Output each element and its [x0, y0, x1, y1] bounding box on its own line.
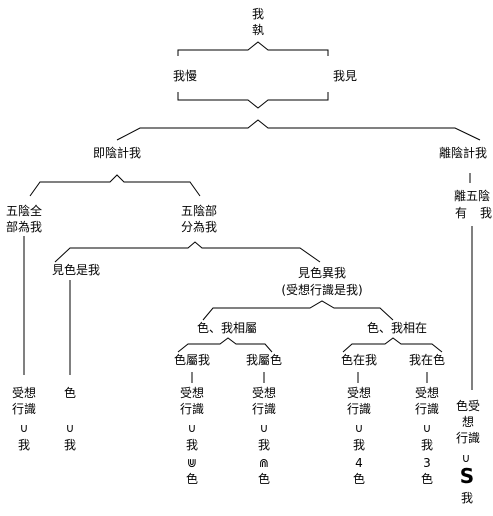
leaf-mbc-skandha-1: 受想 [251, 386, 277, 400]
leaf-cim-skandha-2: 行識 [346, 402, 372, 416]
leaf-mic-three: 3 [423, 456, 431, 470]
leaf-mic-me: 我 [420, 438, 434, 452]
node-pride: 我慢 [172, 69, 198, 83]
subset-icon: ∪ [461, 451, 471, 465]
brace-root [177, 41, 329, 56]
leaf-away-1: 色受 [455, 399, 481, 413]
leaf-mbc-me: 我 [257, 438, 271, 452]
node-part-2: 分為我 [180, 220, 218, 234]
brace-jiyin [29, 174, 201, 197]
node-diff-1: 見色異我 [297, 266, 347, 280]
node-diff-2: (受想行識是我) [281, 283, 363, 297]
node-me-in-color: 我在色 [408, 353, 446, 367]
node-jiyin: 即陰計我 [92, 146, 142, 160]
subset-icon: ∪ [259, 421, 269, 435]
leaf-all-skandha-2: 行識 [11, 402, 37, 416]
leaf-cbm-me: 我 [185, 438, 199, 452]
brace-level1 [177, 92, 329, 109]
leaf-all-me: 我 [17, 438, 31, 452]
leaf-same-me: 我 [63, 438, 77, 452]
node-away-1: 離五陰 [453, 189, 491, 203]
leaf-cim-color: 色 [352, 472, 366, 486]
node-liyin: 離陰計我 [438, 146, 488, 160]
node-color-belongs-me: 色屬我 [173, 353, 211, 367]
node-all-2: 部為我 [5, 220, 43, 234]
node-same: 見色是我 [51, 263, 101, 277]
leaf-cbm-skandha-1: 受想 [179, 386, 205, 400]
leaf-mbc-skandha-2: 行識 [251, 402, 277, 416]
double-intersection-icon: ⋒ [258, 456, 270, 470]
root-label-1: 我 [251, 7, 265, 21]
double-union-icon: ⋓ [186, 456, 198, 470]
brace-within [342, 337, 443, 353]
leaf-away-3: 行識 [455, 431, 481, 445]
leaf-cim-four: 4 [355, 456, 363, 470]
leaf-mic-color: 色 [420, 472, 434, 486]
leaf-same-color: 色 [63, 386, 77, 400]
node-belong: 色、我相屬 [196, 321, 258, 335]
leaf-mbc-color: 色 [257, 472, 271, 486]
brace-part [54, 241, 321, 263]
leaf-cim-skandha-1: 受想 [346, 386, 372, 400]
node-away-2a: 有 [454, 206, 468, 220]
big-s-symbol: S [459, 464, 475, 488]
node-me-belongs-color: 我屬色 [245, 353, 283, 367]
root-label-2: 執 [251, 23, 265, 37]
leaf-mic-skandha-2: 行識 [414, 402, 440, 416]
subset-icon: ∪ [19, 421, 29, 435]
leaf-away-me: 我 [460, 491, 474, 505]
subset-icon: ∪ [65, 421, 75, 435]
leaf-cim-me: 我 [352, 438, 366, 452]
node-all-1: 五陰全 [5, 204, 43, 218]
leaf-mic-skandha-1: 受想 [414, 386, 440, 400]
node-view: 我見 [332, 69, 358, 83]
node-color-in-me: 色在我 [340, 353, 378, 367]
leaf-all-skandha-1: 受想 [11, 386, 37, 400]
leaf-cbm-color: 色 [185, 472, 199, 486]
node-within: 色、我相在 [366, 321, 428, 335]
brace-diff [202, 300, 394, 321]
subset-icon: ∪ [354, 421, 364, 435]
node-part-1: 五陰部 [180, 204, 218, 218]
subset-icon: ∪ [422, 421, 432, 435]
subset-icon: ∪ [187, 421, 197, 435]
brace-belong [177, 337, 273, 353]
node-away-2b: 我 [479, 206, 493, 220]
brace-level2 [116, 119, 481, 141]
leaf-cbm-skandha-2: 行識 [179, 402, 205, 416]
leaf-away-2: 想 [461, 415, 475, 429]
